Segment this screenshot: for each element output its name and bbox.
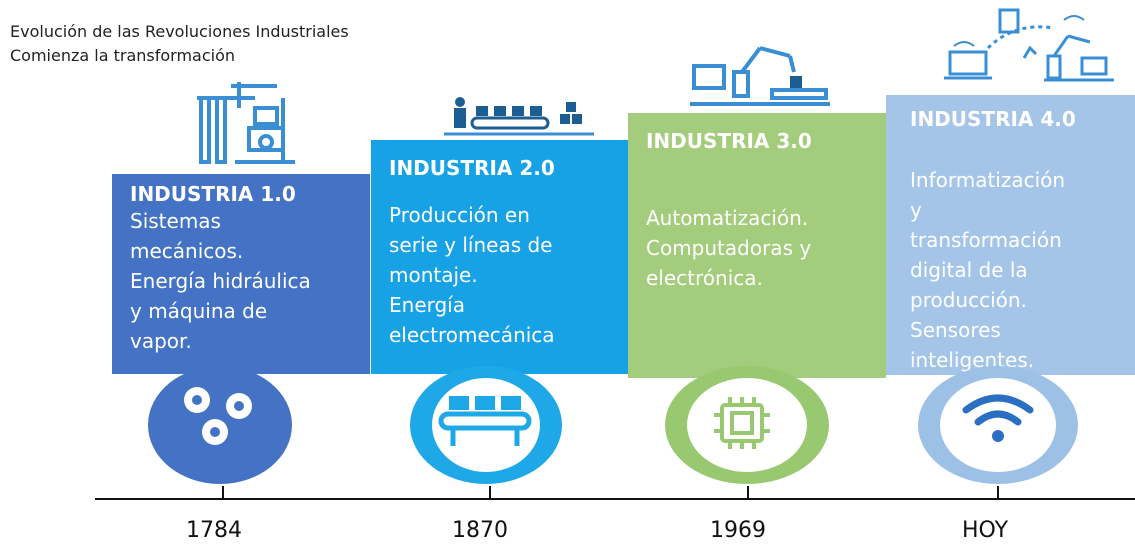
stage-box-industria-4: INDUSTRIA 4.0 Informatización y transfor… bbox=[886, 95, 1135, 375]
stage-heading: INDUSTRIA 2.0 bbox=[389, 156, 555, 180]
connected-factory-icon bbox=[944, 8, 1114, 94]
conveyor-icon bbox=[437, 392, 533, 456]
timeline-tick bbox=[997, 486, 999, 499]
stage-description: Producción en serie y líneas de montaje.… bbox=[389, 203, 555, 347]
year-label: 1784 bbox=[186, 518, 242, 543]
stage-description: Informatización y transformación digital… bbox=[910, 168, 1066, 372]
robotic-arm-icon bbox=[690, 38, 830, 112]
wifi-icon bbox=[958, 392, 1038, 450]
year-label: 1969 bbox=[710, 518, 766, 543]
year-label: 1870 bbox=[452, 518, 508, 543]
stage-box-industria-1: INDUSTRIA 1.0 Sistemas mecánicos. Energí… bbox=[112, 174, 370, 374]
gears-icon bbox=[175, 382, 265, 456]
chip-icon bbox=[710, 395, 774, 457]
stage-description: Sistemas mecánicos. Energía hidráulica y… bbox=[130, 209, 311, 353]
timeline-tick bbox=[489, 486, 491, 499]
timeline-axis bbox=[95, 498, 1135, 500]
stage-ring-industria-4 bbox=[918, 366, 1078, 484]
stage-heading: INDUSTRIA 1.0 bbox=[130, 182, 296, 206]
timeline-tick bbox=[222, 486, 224, 499]
stage-ring-industria-2 bbox=[410, 366, 562, 484]
timeline-tick bbox=[747, 486, 749, 499]
steam-engine-icon bbox=[195, 78, 305, 170]
stage-box-industria-2: INDUSTRIA 2.0 Producción en serie y líne… bbox=[371, 140, 628, 374]
year-label: HOY bbox=[962, 518, 1009, 543]
assembly-line-icon bbox=[444, 94, 594, 142]
stage-ring-industria-3 bbox=[665, 366, 829, 484]
stage-box-industria-3: INDUSTRIA 3.0 Automatización. Computador… bbox=[628, 113, 886, 378]
diagram-subtitle: Comienza la transformación bbox=[10, 46, 236, 65]
diagram-title: Evolución de las Revoluciones Industrial… bbox=[10, 22, 349, 41]
stage-heading: INDUSTRIA 4.0 bbox=[910, 107, 1076, 131]
stage-heading: INDUSTRIA 3.0 bbox=[646, 129, 812, 153]
stage-description: Automatización. Computadoras y electróni… bbox=[646, 206, 812, 290]
